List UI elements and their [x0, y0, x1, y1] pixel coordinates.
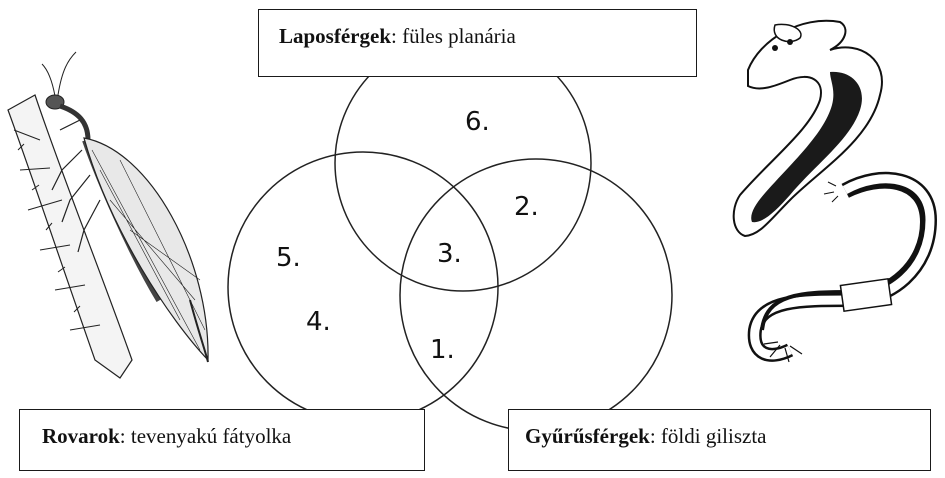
separator: :	[119, 424, 131, 448]
region-number-1: 1.	[430, 335, 455, 365]
example-organism: földi giliszta	[660, 424, 767, 448]
lacewing-drawing	[7, 51, 209, 379]
label-box-rovarok: Rovarok: tevenyakú fátyolka	[19, 409, 425, 471]
separator: :	[649, 424, 661, 448]
group-name: Gyűrűsférgek	[525, 424, 650, 448]
separator: :	[391, 24, 403, 48]
group-name: Laposférgek	[279, 24, 391, 48]
region-number-6: 6.	[465, 107, 490, 137]
label-box-gyurusfergek: Gyűrűsférgek: földi giliszta	[508, 409, 931, 471]
region-number-3: 3.	[437, 239, 462, 269]
example-organism: füles planária	[402, 24, 516, 48]
region-number-2: 2.	[514, 192, 539, 222]
example-organism: tevenyakú fátyolka	[130, 424, 292, 448]
label-box-laposfergek: Laposférgek: füles planária	[258, 9, 697, 77]
circle-rovarok	[227, 151, 499, 423]
earthworm-drawing	[747, 171, 938, 363]
region-number-5: 5.	[276, 243, 301, 273]
group-name: Rovarok	[42, 424, 120, 448]
planarian-drawing	[732, 19, 883, 238]
region-number-4: 4.	[306, 307, 331, 337]
